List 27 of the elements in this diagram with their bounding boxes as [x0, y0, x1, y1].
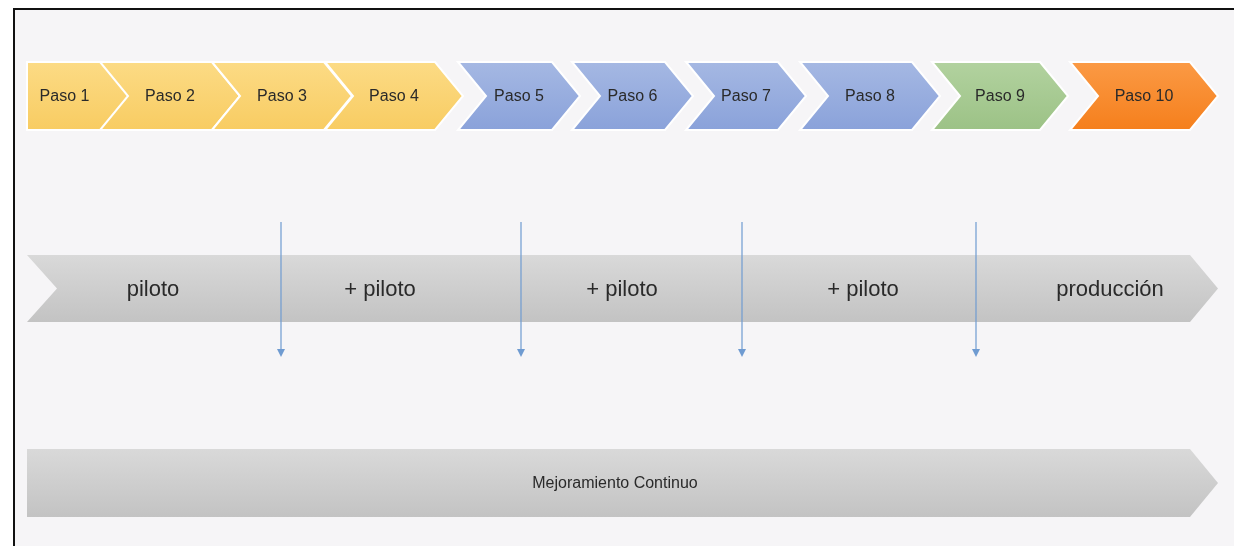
step-label: Paso 7	[721, 87, 771, 105]
step-label: Paso 9	[975, 87, 1025, 105]
process-step	[325, 62, 463, 130]
stage-label: piloto	[126, 275, 180, 302]
process-step	[932, 62, 1068, 130]
process-step	[212, 62, 352, 130]
process-step	[1070, 62, 1218, 130]
process-step	[458, 62, 580, 130]
step-label: Paso 1	[39, 87, 90, 105]
step-label: Paso 8	[845, 87, 895, 105]
stage-label: + piloto	[344, 275, 416, 302]
step-label: Paso 3	[257, 87, 307, 105]
step-label: Paso 5	[494, 87, 544, 105]
phase-band	[27, 449, 1218, 517]
stage-label: + piloto	[827, 275, 899, 302]
step-label: Paso 2	[145, 87, 195, 105]
process-step	[686, 62, 806, 130]
step-label: Paso 10	[1114, 87, 1174, 105]
process-step	[100, 62, 240, 130]
phase-band	[27, 255, 1218, 322]
stage-label: + piloto	[586, 275, 658, 302]
step-label: Paso 6	[607, 87, 658, 105]
step-label: Paso 4	[369, 87, 419, 105]
process-step	[572, 62, 693, 130]
stage-label: Mejoramiento Continuo	[532, 474, 698, 492]
stage-label: producción	[1056, 275, 1164, 302]
process-step	[800, 62, 940, 130]
